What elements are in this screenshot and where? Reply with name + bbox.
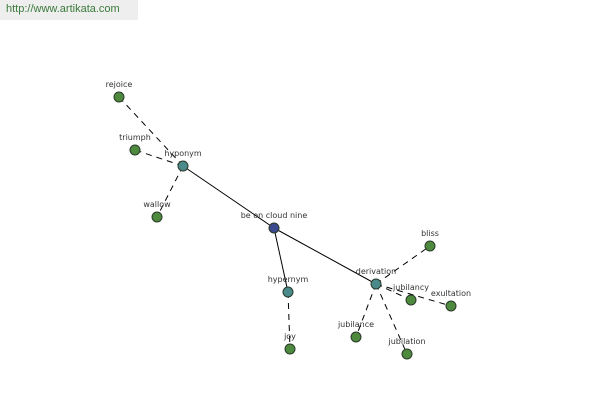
graph-labels: be on cloud nine hyponym hypernym derivatio… <box>106 80 471 346</box>
edge-derivation-exultation <box>375 283 452 307</box>
edge-center-hypernym <box>273 227 289 293</box>
node-label-triumph: triumph <box>119 133 151 142</box>
node-jubilance[interactable] <box>350 331 362 343</box>
edge-hyponym-rejoice <box>118 96 184 167</box>
node-label-exultation: exultation <box>431 289 471 298</box>
node-exultation[interactable] <box>445 300 457 312</box>
edge-derivation-jubilation <box>375 283 408 355</box>
artikata-url-link[interactable]: http://www.artikata.com <box>0 0 138 20</box>
node-label-bliss: bliss <box>421 229 439 238</box>
node-triumph[interactable] <box>129 144 141 156</box>
node-jubilancy[interactable] <box>405 294 417 306</box>
node-label-center: be on cloud nine <box>241 211 308 220</box>
edge-hyponym-triumph <box>134 149 184 167</box>
node-label-wallow: wallow <box>143 200 171 209</box>
node-label-rejoice: rejoice <box>106 80 133 89</box>
node-joy[interactable] <box>284 343 296 355</box>
edge-derivation-jubilance <box>355 283 377 338</box>
node-hypernym[interactable] <box>282 286 294 298</box>
edge-center-derivation <box>273 227 377 285</box>
node-label-jubilation: jubilation <box>387 337 425 346</box>
node-jubilation[interactable] <box>401 348 413 360</box>
node-label-joy: joy <box>283 332 296 341</box>
node-derivation[interactable] <box>370 278 382 290</box>
graph-edges <box>118 96 452 355</box>
node-label-jubilancy: jubilancy <box>392 283 429 292</box>
node-bliss[interactable] <box>424 240 436 252</box>
graph-nodes <box>113 91 457 360</box>
node-label-hypernym: hypernym <box>268 275 309 284</box>
node-hyponym[interactable] <box>177 160 189 172</box>
node-wallow[interactable] <box>151 211 163 223</box>
edge-derivation-bliss <box>375 245 431 285</box>
node-rejoice[interactable] <box>113 91 125 103</box>
node-label-derivation: derivation <box>356 267 396 276</box>
edge-hypernym-joy <box>287 291 291 350</box>
node-label-hyponym: hyponym <box>164 149 202 158</box>
node-label-jubilance: jubilance <box>337 320 374 329</box>
edge-center-hyponym <box>182 165 275 229</box>
edge-hyponym-wallow <box>156 165 184 218</box>
node-center[interactable] <box>268 222 280 234</box>
